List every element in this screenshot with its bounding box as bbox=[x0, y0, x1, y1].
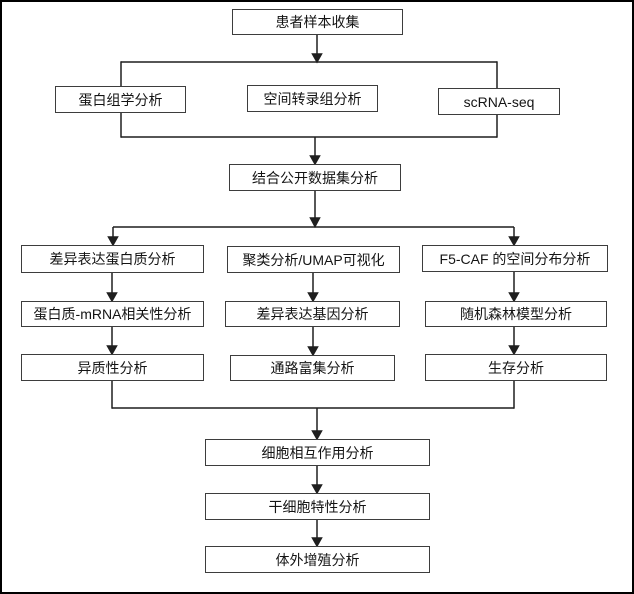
node-cell-interaction-analysis: 细胞相互作用分析 bbox=[205, 439, 430, 466]
arrowhead bbox=[311, 53, 323, 64]
arrowhead bbox=[309, 155, 321, 166]
node-heterogeneity-analysis: 异质性分析 bbox=[21, 354, 204, 381]
node-in-vitro-proliferation-analysis: 体外增殖分析 bbox=[205, 546, 430, 573]
node-pathway-enrichment-analysis: 通路富集分析 bbox=[230, 355, 395, 381]
node-proteomics-analysis: 蛋白组学分析 bbox=[55, 86, 186, 113]
node-protein-mrna-correlation-analysis: 蛋白质-mRNA相关性分析 bbox=[21, 301, 204, 327]
node-combined-public-dataset-analysis: 结合公开数据集分析 bbox=[229, 164, 401, 191]
node-clustering-umap-visualization: 聚类分析/UMAP可视化 bbox=[227, 246, 400, 273]
node-scrna-seq: scRNA-seq bbox=[438, 88, 560, 115]
arrowhead bbox=[309, 217, 321, 229]
node-spatial-transcriptomics-analysis: 空间转录组分析 bbox=[247, 85, 378, 112]
node-patient-sample-collection: 患者样本收集 bbox=[232, 9, 403, 35]
node-random-forest-model-analysis: 随机森林模型分析 bbox=[425, 301, 607, 327]
arrowhead bbox=[307, 292, 319, 303]
arrowhead bbox=[508, 236, 520, 247]
arrowhead bbox=[106, 292, 118, 303]
arrowhead bbox=[107, 236, 119, 247]
arrowhead bbox=[311, 537, 323, 548]
arrowhead bbox=[508, 292, 520, 303]
arrowhead bbox=[508, 345, 520, 356]
arrowhead bbox=[311, 484, 323, 495]
node-f5caf-spatial-distribution-analysis: F5-CAF 的空间分布分析 bbox=[422, 245, 608, 272]
arrowhead bbox=[311, 430, 323, 441]
node-differential-gene-analysis: 差异表达基因分析 bbox=[225, 301, 400, 327]
arrowhead bbox=[106, 345, 118, 356]
arrowhead bbox=[307, 346, 319, 357]
node-differential-protein-analysis: 差异表达蛋白质分析 bbox=[21, 245, 204, 273]
node-stem-cell-characteristics-analysis: 干细胞特性分析 bbox=[205, 493, 430, 520]
node-survival-analysis: 生存分析 bbox=[425, 354, 607, 381]
